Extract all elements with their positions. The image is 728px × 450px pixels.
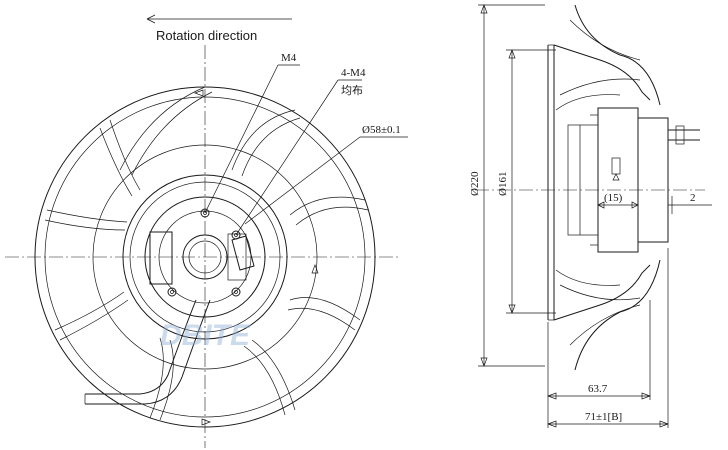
- mount-hole: [167, 287, 177, 297]
- offset-15-label: (15): [604, 192, 623, 204]
- watermark-text: DBITE: [160, 319, 251, 352]
- depth-71-label: 71±1[B]: [585, 411, 622, 423]
- mount-hole: [200, 208, 210, 218]
- hub-outer-circle: [122, 174, 288, 340]
- rotation-direction-label: Rotation direction: [156, 28, 257, 43]
- holes-label: 4-M4: [341, 67, 366, 79]
- mount-hole: [231, 230, 241, 240]
- front-view: DBITE Rotation direction M4 4-M4 均布 Ø58±…: [5, 14, 408, 448]
- side-view: Ø220 Ø161: [469, 4, 712, 428]
- m4-label: M4: [281, 52, 297, 64]
- dim-2-label: 2: [690, 192, 696, 204]
- inlet-shroud: [553, 44, 651, 101]
- holes-note: 均布: [341, 84, 363, 97]
- inner-diameter-label: Ø161: [497, 172, 509, 196]
- impeller-blades: [44, 86, 369, 421]
- depth-637-label: 63.7: [588, 383, 608, 395]
- mount-hole: [231, 287, 241, 297]
- cable: [85, 299, 197, 395]
- outer-diameter-label: Ø220: [469, 171, 481, 196]
- bore-diameter-label: Ø58±0.1: [362, 124, 401, 136]
- shaft-bore: [182, 234, 228, 280]
